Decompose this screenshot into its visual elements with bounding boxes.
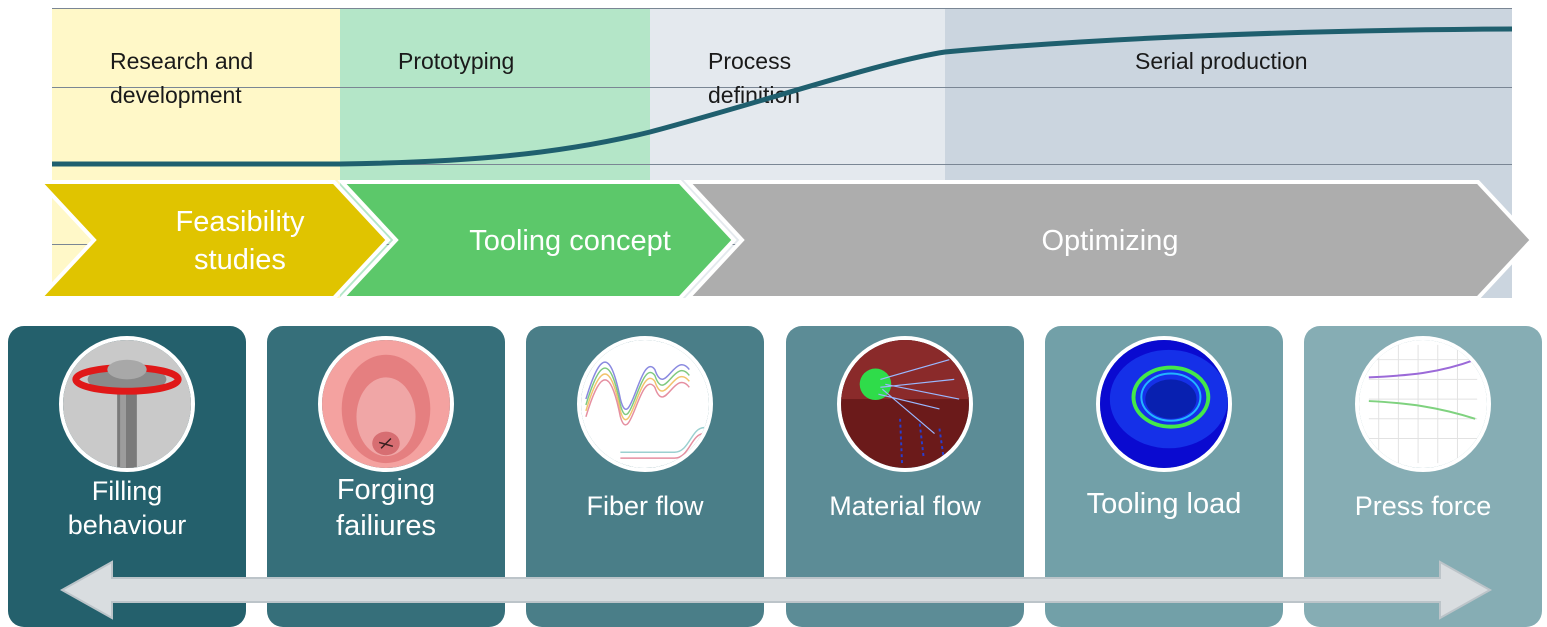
chevron-tooling-shape <box>337 180 737 300</box>
chevron-optimizing-label: Optimizing <box>1041 225 1179 257</box>
forging-failure-simulation-icon <box>318 336 454 472</box>
card-label-material-flow: Material flow <box>829 491 981 521</box>
card-label-forging-failures: Forging failiures <box>336 474 436 542</box>
card-label-tooling-load: Tooling load <box>1086 488 1242 520</box>
chevron-optimizing-shape <box>683 180 1535 300</box>
grid-line <box>52 164 1512 165</box>
phase-label-serial: Serial production <box>1135 48 1308 74</box>
grid-line <box>52 8 1512 9</box>
maturity-curve <box>52 26 1513 167</box>
phase-label-research: Research and development <box>110 48 254 108</box>
grid-line <box>52 87 1512 88</box>
phase-label-prototyping: Prototyping <box>398 48 515 74</box>
chevron-feasibility-label: Feasibility studies <box>175 206 305 276</box>
tooling-load-simulation-icon <box>1096 336 1232 472</box>
material-flow-simulation-icon <box>837 336 973 472</box>
fiber-flow-plot-icon <box>577 336 713 472</box>
card-label-fiber-flow: Fiber flow <box>586 491 704 521</box>
card-label-press-force: Press force <box>1354 491 1492 521</box>
chevron-tooling-label: Tooling concept <box>469 225 671 257</box>
press-force-graph-icon <box>1355 336 1491 472</box>
card-label-filling-behaviour: Filling behaviour <box>67 476 187 540</box>
filling-behaviour-simulation-icon <box>59 336 195 472</box>
chevron-feasibility-shape <box>35 180 391 300</box>
